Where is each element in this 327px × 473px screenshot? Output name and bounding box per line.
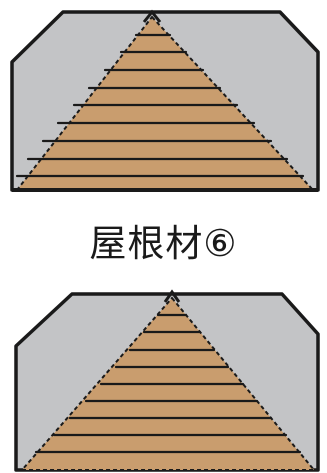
- board-lines: [34, 313, 302, 454]
- board-lines: [15, 33, 305, 178]
- apex-cap: [163, 289, 181, 303]
- roof-panel-top: [0, 0, 327, 205]
- roof-caption: 屋根材⑥: [89, 222, 238, 265]
- roof-drawing-bottom: [14, 289, 320, 472]
- roof-panel-bottom: [0, 288, 327, 473]
- wood-gable: [14, 15, 316, 191]
- apex-cap: [142, 9, 162, 23]
- roof-drawing-top: [10, 9, 320, 192]
